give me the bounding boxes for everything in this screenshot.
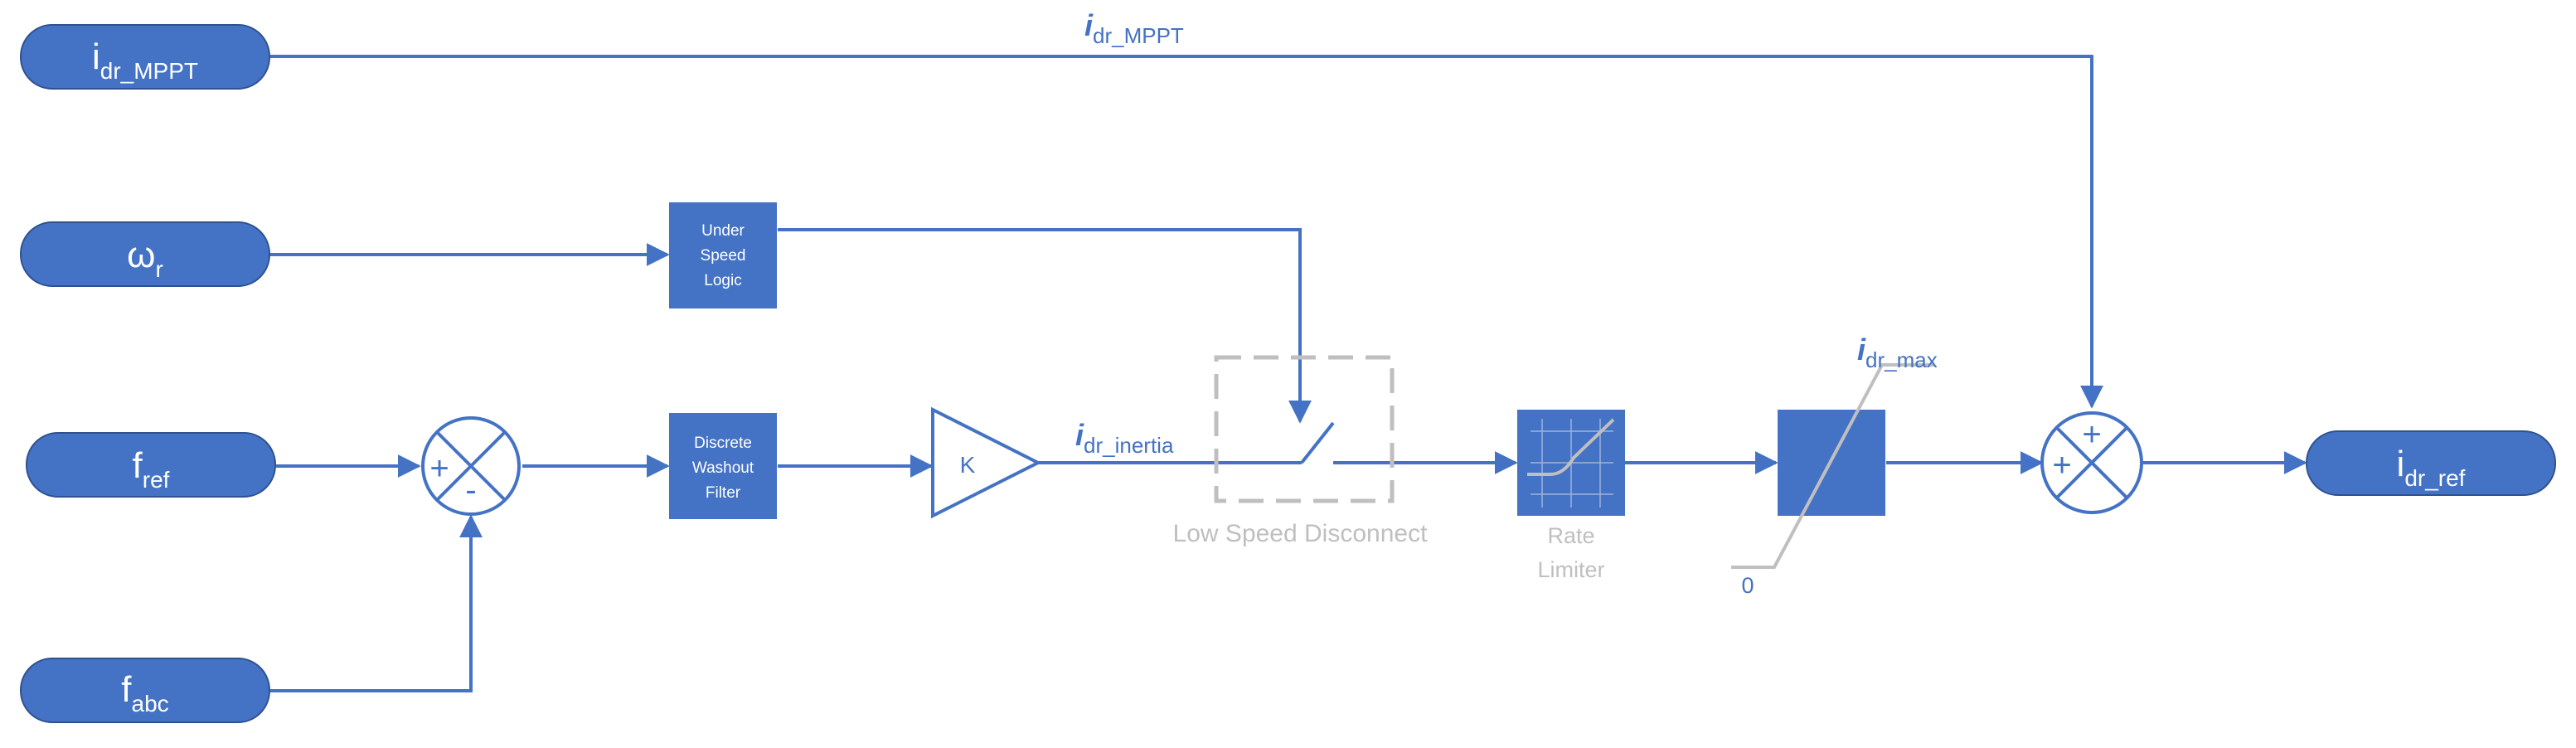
svg-text:K: K: [960, 452, 976, 478]
svg-text:Speed: Speed: [701, 247, 746, 265]
svg-text:Discrete: Discrete: [694, 435, 752, 452]
sum2-left-plus-sign: +: [2052, 447, 2071, 483]
wire-fabc: [270, 514, 483, 692]
rate-limiter-block: Rate Limiter: [1517, 410, 1625, 582]
svg-text:idr_ref: idr_ref: [2397, 444, 2466, 491]
sum1-minus-sign: -: [465, 472, 476, 508]
svg-text:fabc: fabc: [121, 669, 168, 716]
svg-text:Filter: Filter: [706, 484, 741, 502]
sum2-top-plus-sign: +: [2082, 416, 2101, 453]
idr-inertia-label: idr_inertia: [1075, 418, 1174, 458]
washout-filter-block: Discrete Washout Filter: [669, 413, 777, 519]
wire-idr-mppt: [270, 55, 2103, 409]
saturation-zero-label: 0: [1741, 573, 1754, 598]
under-speed-logic-block: Under Speed Logic: [669, 202, 777, 308]
saturation-block: idr_max 0: [1731, 333, 1938, 598]
svg-text:Washout: Washout: [692, 459, 754, 477]
idr-max-label: idr_max: [1857, 333, 1938, 372]
input-f-abc: fabc: [20, 658, 270, 723]
switch-label: Low Speed Disconnect: [1173, 520, 1429, 547]
wire-underspeed-to-switch: [778, 228, 1312, 424]
sum-junction-1: + -: [421, 416, 521, 516]
input-idr-mppt: idr_MPPT: [20, 24, 270, 90]
svg-text:Limiter: Limiter: [1537, 557, 1604, 582]
input-f-ref: fref: [26, 432, 276, 498]
gain-block: K: [931, 406, 1042, 519]
idr-mppt-line-label: idr_MPPT: [1084, 8, 1184, 48]
input-omega-r: ωr: [20, 221, 270, 287]
svg-text:idr_MPPT: idr_MPPT: [92, 36, 198, 84]
low-speed-disconnect-switch: Low Speed Disconnect: [1173, 355, 1429, 547]
svg-text:ωr: ωr: [127, 235, 163, 282]
sum-junction-2: + +: [2040, 411, 2143, 514]
svg-text:Rate: Rate: [1547, 523, 1594, 548]
svg-text:fref: fref: [133, 445, 170, 493]
output-idr-ref: idr_ref: [2306, 430, 2556, 496]
sum1-plus-sign: +: [429, 450, 449, 487]
svg-text:Logic: Logic: [704, 272, 741, 289]
svg-text:Under: Under: [701, 222, 745, 240]
